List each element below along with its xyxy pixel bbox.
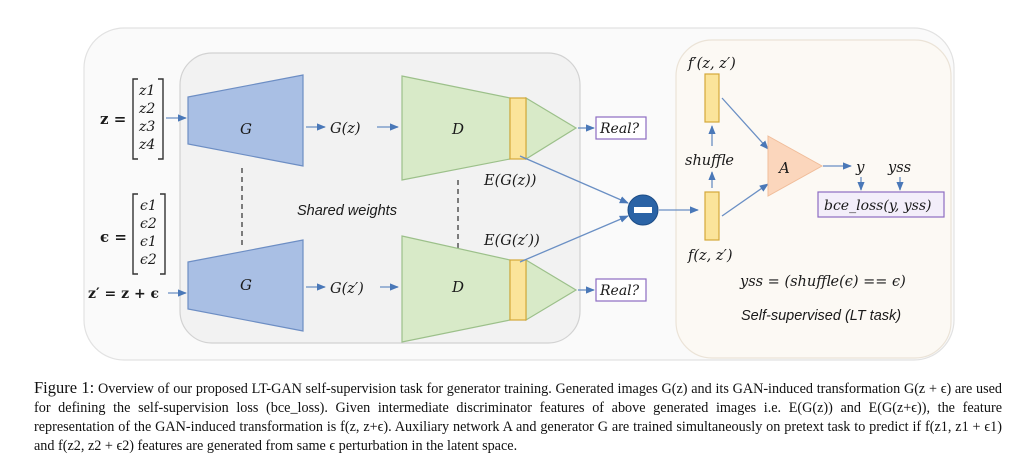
f-bottom-label: f(z, z′) <box>687 248 732 264</box>
diagram: z = z1 z2 z3 z4 ϵ = ϵ1 ϵ2 ϵ1 ϵ2 z′ = z +… <box>83 27 955 361</box>
shuffle-label: shuffle <box>685 153 734 169</box>
self-supervised-title: Self-supervised (LT task) <box>741 308 901 324</box>
feature-label-bottom: E(G(z′)) <box>483 233 540 249</box>
shared-weights-label: Shared weights <box>297 203 397 219</box>
aux-label: A <box>777 159 790 177</box>
real-label-bottom: Real? <box>599 283 640 299</box>
z-bracket-right <box>158 78 164 160</box>
discriminator-bottom-label: D <box>451 278 464 296</box>
auxiliary-network-a <box>767 135 824 197</box>
real-box-bottom <box>595 278 647 302</box>
caption-text: Overview of our proposed LT-GAN self-sup… <box>34 381 1002 454</box>
epsilon-entry-4: ϵ2 <box>140 252 157 268</box>
epsilon-entry-3: ϵ1 <box>140 234 157 250</box>
g-output-bottom: G(z′) <box>330 281 364 297</box>
self-supervised-panel <box>675 39 952 359</box>
epsilon-entry-1: ϵ1 <box>140 198 157 214</box>
feature-f-top-block <box>704 73 720 123</box>
feature-f-bottom-block <box>704 191 720 241</box>
figure-label: Figure 1: <box>34 378 95 397</box>
zprime-label: z′ = z + ϵ <box>88 286 159 302</box>
arrow-feature-bottom-to-minus <box>519 215 629 263</box>
discriminator-top-label: D <box>451 120 464 138</box>
yss-formula: yss = (shuffle(ϵ) == ϵ) <box>739 274 906 290</box>
figure-caption: Figure 1: Overview of our proposed LT-GA… <box>34 378 1002 456</box>
epsilon-entry-2: ϵ2 <box>140 216 157 232</box>
loss-label: bce_loss(y, yss) <box>824 198 932 214</box>
generator-bottom-label: G <box>240 276 252 294</box>
z-bracket-left <box>132 78 138 160</box>
feature-label-top: E(G(z)) <box>483 173 536 189</box>
real-box-top <box>595 116 647 140</box>
arrow-fprime-to-a <box>721 97 769 150</box>
yss-label: yss <box>887 160 911 176</box>
z-entry-3: z3 <box>138 119 155 135</box>
f-top-label: f′(z, z′) <box>687 56 736 72</box>
g-output-top: G(z) <box>330 121 361 137</box>
generator-top-label: G <box>240 120 252 138</box>
feature-block-bottom <box>509 259 527 321</box>
z-entry-4: z4 <box>138 137 155 153</box>
z-entry-1: z1 <box>138 83 155 99</box>
real-label-top: Real? <box>599 121 640 137</box>
generator-top <box>187 74 304 167</box>
arrow-feature-top-to-minus <box>519 155 629 204</box>
feature-block-top <box>509 97 527 160</box>
loss-box <box>817 191 945 218</box>
arrow-f-to-a <box>721 183 769 217</box>
z-entry-2: z2 <box>138 101 155 117</box>
z-label: z = <box>100 110 126 128</box>
epsilon-label: ϵ = <box>100 228 127 246</box>
epsilon-bracket-right <box>160 193 166 275</box>
minus-icon <box>634 207 652 213</box>
epsilon-bracket-left <box>132 193 138 275</box>
generator-bottom <box>187 239 304 332</box>
y-label: y <box>855 158 865 176</box>
